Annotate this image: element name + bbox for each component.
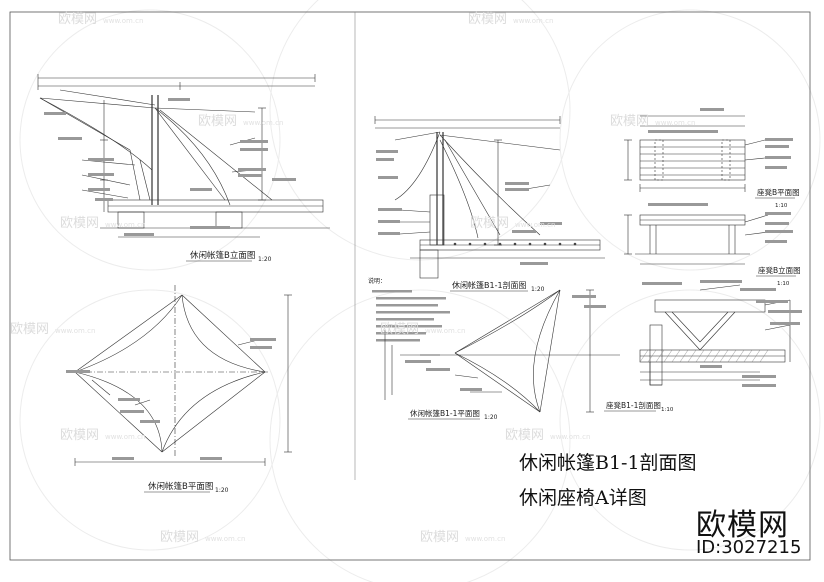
section-b1-title: 休闲帐篷B1-1剖面图 xyxy=(452,280,527,290)
tent-b1-section-notes xyxy=(376,150,562,265)
tent-b-plan xyxy=(74,285,292,466)
elevation-b-scale: 1:20 xyxy=(258,256,272,263)
section-b1-plan-title: 休闲帐篷B1-1平面图 xyxy=(410,408,480,418)
notes-heading: 说明： xyxy=(368,277,386,285)
tent-b1-plan-notes xyxy=(405,295,606,391)
bench-b-elevation xyxy=(624,214,769,265)
notes-block xyxy=(372,290,450,342)
elevation-b-title: 休闲帐篷B立面图 xyxy=(190,250,255,261)
bench-b-plan-notes xyxy=(648,108,793,169)
bench-b1-section-notes xyxy=(642,280,802,387)
brand-logo-text: 欧模网 xyxy=(696,508,789,543)
watermark-arcs xyxy=(19,0,821,582)
bench-b1-section xyxy=(639,284,791,386)
sheet-title-section: 休闲帐篷B1-1剖面图 xyxy=(519,452,697,474)
bench-section-title: 座凳B1-1剖面图 xyxy=(606,400,661,410)
bench-b-plan xyxy=(624,115,766,192)
sheet-title-bench: 休闲座椅A详图 xyxy=(519,487,647,509)
bench-section-scale: 1:10 xyxy=(661,407,674,413)
tent-b1-section-markers xyxy=(453,242,577,246)
tent-b1-section xyxy=(374,116,605,279)
bench-b-elevation-notes xyxy=(648,203,793,243)
bench-b1-section-hatch xyxy=(639,349,769,363)
bench-plan-scale: 1:10 xyxy=(775,203,788,209)
sheet-border xyxy=(9,11,811,561)
tent-b-elevation-notes xyxy=(44,98,296,236)
section-b1-scale: 1:20 xyxy=(531,286,545,293)
plan-b-scale: 1:20 xyxy=(215,487,229,494)
bench-elev-title: 座凳B立面图 xyxy=(758,265,801,275)
tent-b-elevation xyxy=(37,74,330,238)
tent-b-plan-notes xyxy=(66,338,276,460)
bench-plan-title: 座凳B平面图 xyxy=(757,187,800,197)
section-b1-plan-scale: 1:20 xyxy=(484,414,498,421)
tent-b1-plan xyxy=(384,289,620,413)
bench-elev-scale: 1:10 xyxy=(777,281,790,287)
brand-id: ID:3027215 xyxy=(696,537,802,558)
plan-b-title: 休闲帐篷B平面图 xyxy=(148,481,213,492)
